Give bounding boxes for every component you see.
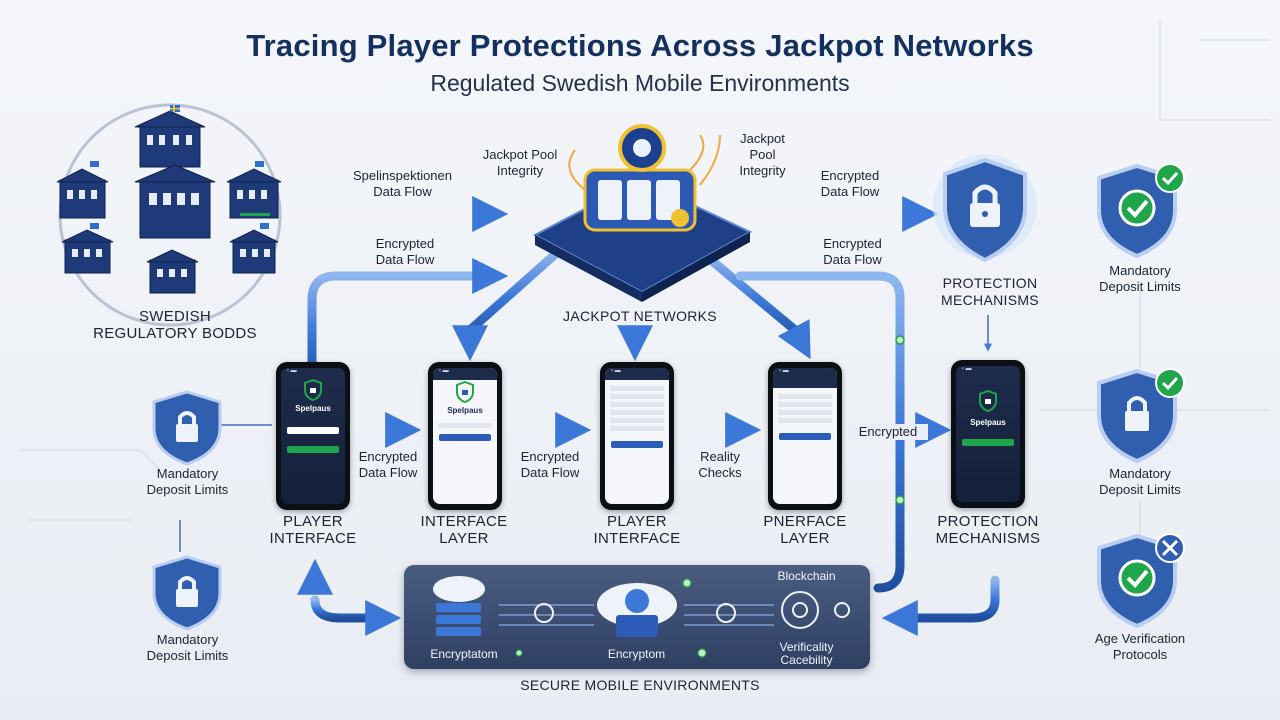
- phone-player-interface-2: ‹ ▬: [600, 362, 674, 510]
- phone-protection-mechanisms: ‹ ▬ Spelpaus: [951, 360, 1025, 508]
- left-shield-lock-icon: [150, 388, 225, 468]
- page-subtitle: Regulated Swedish Mobile Environments: [430, 70, 850, 96]
- blockchain-label: Blockchain: [777, 569, 836, 583]
- protection-shield-glow: [930, 148, 1040, 268]
- encrypted-short-label: Encrypted: [848, 424, 928, 440]
- shield-age-check-icon: [1095, 530, 1190, 630]
- left-shield-lock-icon-2: [150, 553, 225, 633]
- encryptom-label: Encryptom: [607, 647, 666, 661]
- jackpot-networks-label: JACKPOT NETWORKS: [563, 308, 717, 324]
- page-title: Tracing Player Protections Across Jackpo…: [246, 28, 1034, 63]
- shield-lock-icon: [1095, 365, 1190, 465]
- secure-environments-card: Encryptatom Encryptom Blockchain Verific…: [404, 565, 870, 669]
- secure-environments-label: SECURE MOBILE ENVIRONMENTS: [520, 677, 760, 693]
- shield-lock-icon: [281, 378, 345, 402]
- shield-lock-icon: [956, 386, 1020, 416]
- phone-player-interface: ‹ ▬ Spelpaus: [276, 362, 350, 510]
- blockchain-gear-icon: [534, 591, 850, 629]
- shield-check-icon: [1095, 160, 1190, 260]
- server-cloud-icon: [433, 576, 485, 636]
- encryptatom-label: Encryptatom: [430, 647, 498, 661]
- regulatory-buildings: [55, 105, 290, 295]
- phone-pnerface-layer: ‹ ▬: [768, 362, 842, 510]
- shield-lock-icon: [433, 380, 497, 404]
- regulators-label: SWEDISH REGULATORY BODDS: [93, 308, 257, 342]
- phone-interface-layer: ‹ ▬ Spelpaus: [428, 362, 502, 510]
- central-cloud-icon: [597, 583, 677, 637]
